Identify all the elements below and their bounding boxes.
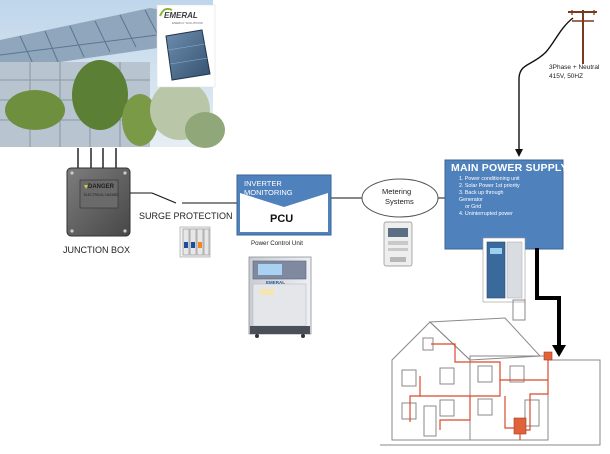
logo-subtext: ENERGY SOLUTIONS [172, 21, 203, 25]
surge-protection-label: SURGE PROTECTION [139, 211, 233, 221]
emeral-logo-card [156, 4, 216, 88]
pcu-cabinet-brand: EMERAL [266, 280, 285, 285]
house-electrical-wires [409, 343, 549, 440]
mps-item: 3. Back up through [459, 190, 504, 197]
mps-item: 1. Power conditioning unit [459, 176, 520, 182]
metering-label-line1: Metering [382, 187, 412, 196]
pcu-label: PCU [270, 213, 294, 225]
main-power-supply-panel [444, 159, 564, 250]
connector-lines [130, 192, 445, 204]
grid-spec-line1: 3Phase + Neutral [549, 64, 600, 71]
metering-label-line2: Systems [385, 197, 414, 206]
inverter-cabinet-device [482, 237, 526, 303]
junction-box-device [66, 148, 131, 237]
mps-item: 2. Solar Power 1st priority [459, 183, 520, 190]
surge-protector-device [179, 226, 211, 258]
utility-pole [568, 10, 597, 64]
inverter-title-line1: INVERTER [244, 179, 282, 188]
junction-box-plate-danger: DANGER [88, 184, 115, 190]
mps-item: Generator [459, 197, 483, 204]
metering-systems-node [361, 178, 439, 218]
grid-spec-line2: 415V, 50HZ [549, 73, 584, 80]
mps-item: or Grid [465, 204, 482, 211]
logo-text: EMERAL [164, 11, 198, 20]
main-power-supply-title: MAIN POWER SUPPLY [451, 162, 568, 174]
pcu-caption: Power Control Unit [251, 240, 303, 247]
inverter-pcu-panel [236, 174, 332, 236]
electrical-panel-box [513, 351, 553, 435]
energy-meter-device [383, 221, 413, 267]
junction-box-label: JUNCTION BOX [63, 245, 131, 255]
grid-connection-arrow [515, 17, 574, 157]
house-wiring-diagram [380, 299, 601, 446]
mps-item: 4. Uninterrupted power [459, 211, 513, 218]
inverter-title-line2: MONITORING [244, 188, 293, 197]
junction-box-plate-hazard: ELECTRICAL HAZARD [84, 193, 119, 197]
main-power-supply-list: 1. Power conditioning unit 2. Solar Powe… [459, 176, 520, 219]
pcu-cabinet-device [248, 256, 312, 338]
output-feed-arrow [535, 248, 566, 357]
